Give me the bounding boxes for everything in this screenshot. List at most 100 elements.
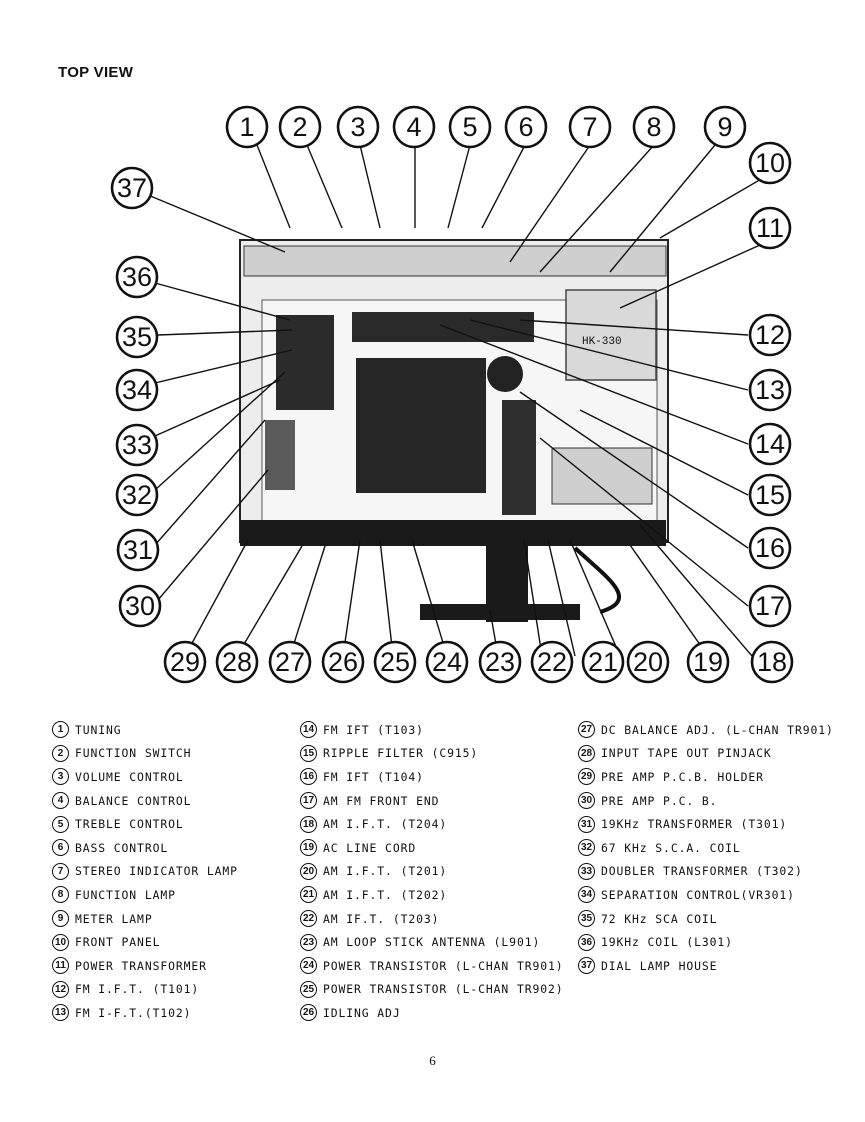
legend-label: POWER TRANSISTOR (L-CHAN TR901) xyxy=(323,958,564,973)
legend-item: 8 FUNCTION LAMP xyxy=(52,883,238,907)
legend-number: 3 xyxy=(52,768,69,786)
legend-label: AM I.F.T. (T202) xyxy=(323,887,448,902)
legend-item: 21 AM I.F.T. (T202) xyxy=(300,883,564,907)
callout-26-number: 26 xyxy=(328,647,358,677)
callout-33-number: 33 xyxy=(122,430,152,460)
legend-number: 28 xyxy=(578,744,595,762)
photo-label-hk330: HK-330 xyxy=(582,336,622,348)
legend-label: FUNCTION SWITCH xyxy=(75,746,192,761)
legend-number: 1 xyxy=(52,721,69,739)
legend-label: METER LAMP xyxy=(75,911,153,926)
legend-label: POWER TRANSFORMER xyxy=(75,958,207,973)
legend-label: AM FM FRONT END xyxy=(323,793,440,808)
callout-30-number: 30 xyxy=(125,591,155,621)
callout-4: 4 xyxy=(392,105,436,149)
callout-31: 31 xyxy=(116,528,160,572)
page-number: 6 xyxy=(429,1053,436,1068)
legend-number: 36 xyxy=(578,933,595,951)
legend-label: FM I.F.T. (T101) xyxy=(75,982,200,997)
callout-25-number: 25 xyxy=(380,647,410,677)
top-view-diagram: HK-330 xyxy=(110,105,794,684)
legend-label: TUNING xyxy=(75,722,122,737)
callout-17-number: 17 xyxy=(755,591,785,621)
legend-number: 22 xyxy=(300,910,317,928)
legend-label: TREBLE CONTROL xyxy=(75,817,184,832)
callout-28: 28 xyxy=(215,640,259,684)
legend-item: 1 TUNING xyxy=(52,718,238,742)
legend-number: 29 xyxy=(578,768,595,786)
legend-number: 33 xyxy=(578,862,595,880)
legend-label: RIPPLE FILTER (C915) xyxy=(323,746,479,761)
legend-number: 34 xyxy=(578,886,595,904)
legend-label: DOUBLER TRANSFORMER (T302) xyxy=(601,864,803,879)
legend-number: 10 xyxy=(52,933,69,951)
callout-31-number: 31 xyxy=(123,535,153,565)
callout-16-number: 16 xyxy=(755,533,785,563)
leader-lines xyxy=(147,144,764,657)
legend-number: 11 xyxy=(52,957,69,975)
legend-number: 16 xyxy=(300,768,317,786)
callout-5-number: 5 xyxy=(462,112,477,142)
legend-number: 4 xyxy=(52,792,69,810)
legend-label: AM LOOP STICK ANTENNA (L901) xyxy=(323,935,541,950)
legend-label: 19KHz COIL (L301) xyxy=(601,935,733,950)
legend-number: 26 xyxy=(300,1004,317,1022)
legend-item: 15 RIPPLE FILTER (C915) xyxy=(300,742,564,766)
legend-label: PRE AMP P.C. B. xyxy=(601,793,718,808)
callout-17: 17 xyxy=(748,584,792,628)
callout-20-number: 20 xyxy=(633,647,663,677)
callout-13: 13 xyxy=(748,368,792,412)
legend-label: AM I.F.T. (T201) xyxy=(323,864,448,879)
callout-7: 7 xyxy=(568,105,612,149)
callout-16: 16 xyxy=(748,526,792,570)
callout-27: 27 xyxy=(268,640,312,684)
legend-item: 20 AM I.F.T. (T201) xyxy=(300,860,564,884)
callout-24-number: 24 xyxy=(432,647,462,677)
legend-number: 8 xyxy=(52,886,69,904)
legend-number: 30 xyxy=(578,792,595,810)
legend-label: FUNCTION LAMP xyxy=(75,887,176,902)
callout-21-number: 21 xyxy=(588,647,618,677)
callout-8-number: 8 xyxy=(646,112,661,142)
callout-35: 35 xyxy=(115,315,159,359)
callout-13-number: 13 xyxy=(755,375,785,405)
callout-12: 12 xyxy=(748,313,792,357)
legend-number: 21 xyxy=(300,886,317,904)
callout-22: 22 xyxy=(530,640,574,684)
legend-number: 20 xyxy=(300,862,317,880)
callout-36: 36 xyxy=(115,255,159,299)
callout-18: 18 xyxy=(750,640,794,684)
legend-label: 19KHz TRANSFORMER (T301) xyxy=(601,817,788,832)
callout-22-number: 22 xyxy=(537,647,567,677)
legend-number: 27 xyxy=(578,721,595,739)
callout-8: 8 xyxy=(632,105,676,149)
callout-29-number: 29 xyxy=(170,647,200,677)
legend-label: VOLUME CONTROL xyxy=(75,769,184,784)
callout-25: 25 xyxy=(373,640,417,684)
legend-number: 15 xyxy=(300,744,317,762)
legend-label: PRE AMP P.C.B. HOLDER xyxy=(601,769,764,784)
callout-11-number: 11 xyxy=(756,213,784,243)
legend-number: 7 xyxy=(52,862,69,880)
callout-15-number: 15 xyxy=(755,480,785,510)
legend-number: 35 xyxy=(578,910,595,928)
legend-number: 32 xyxy=(578,839,595,857)
legend-number: 2 xyxy=(52,744,69,762)
legend-item: 33 DOUBLER TRANSFORMER (T302) xyxy=(578,860,834,884)
chassis-photo: HK-330 xyxy=(239,239,669,622)
